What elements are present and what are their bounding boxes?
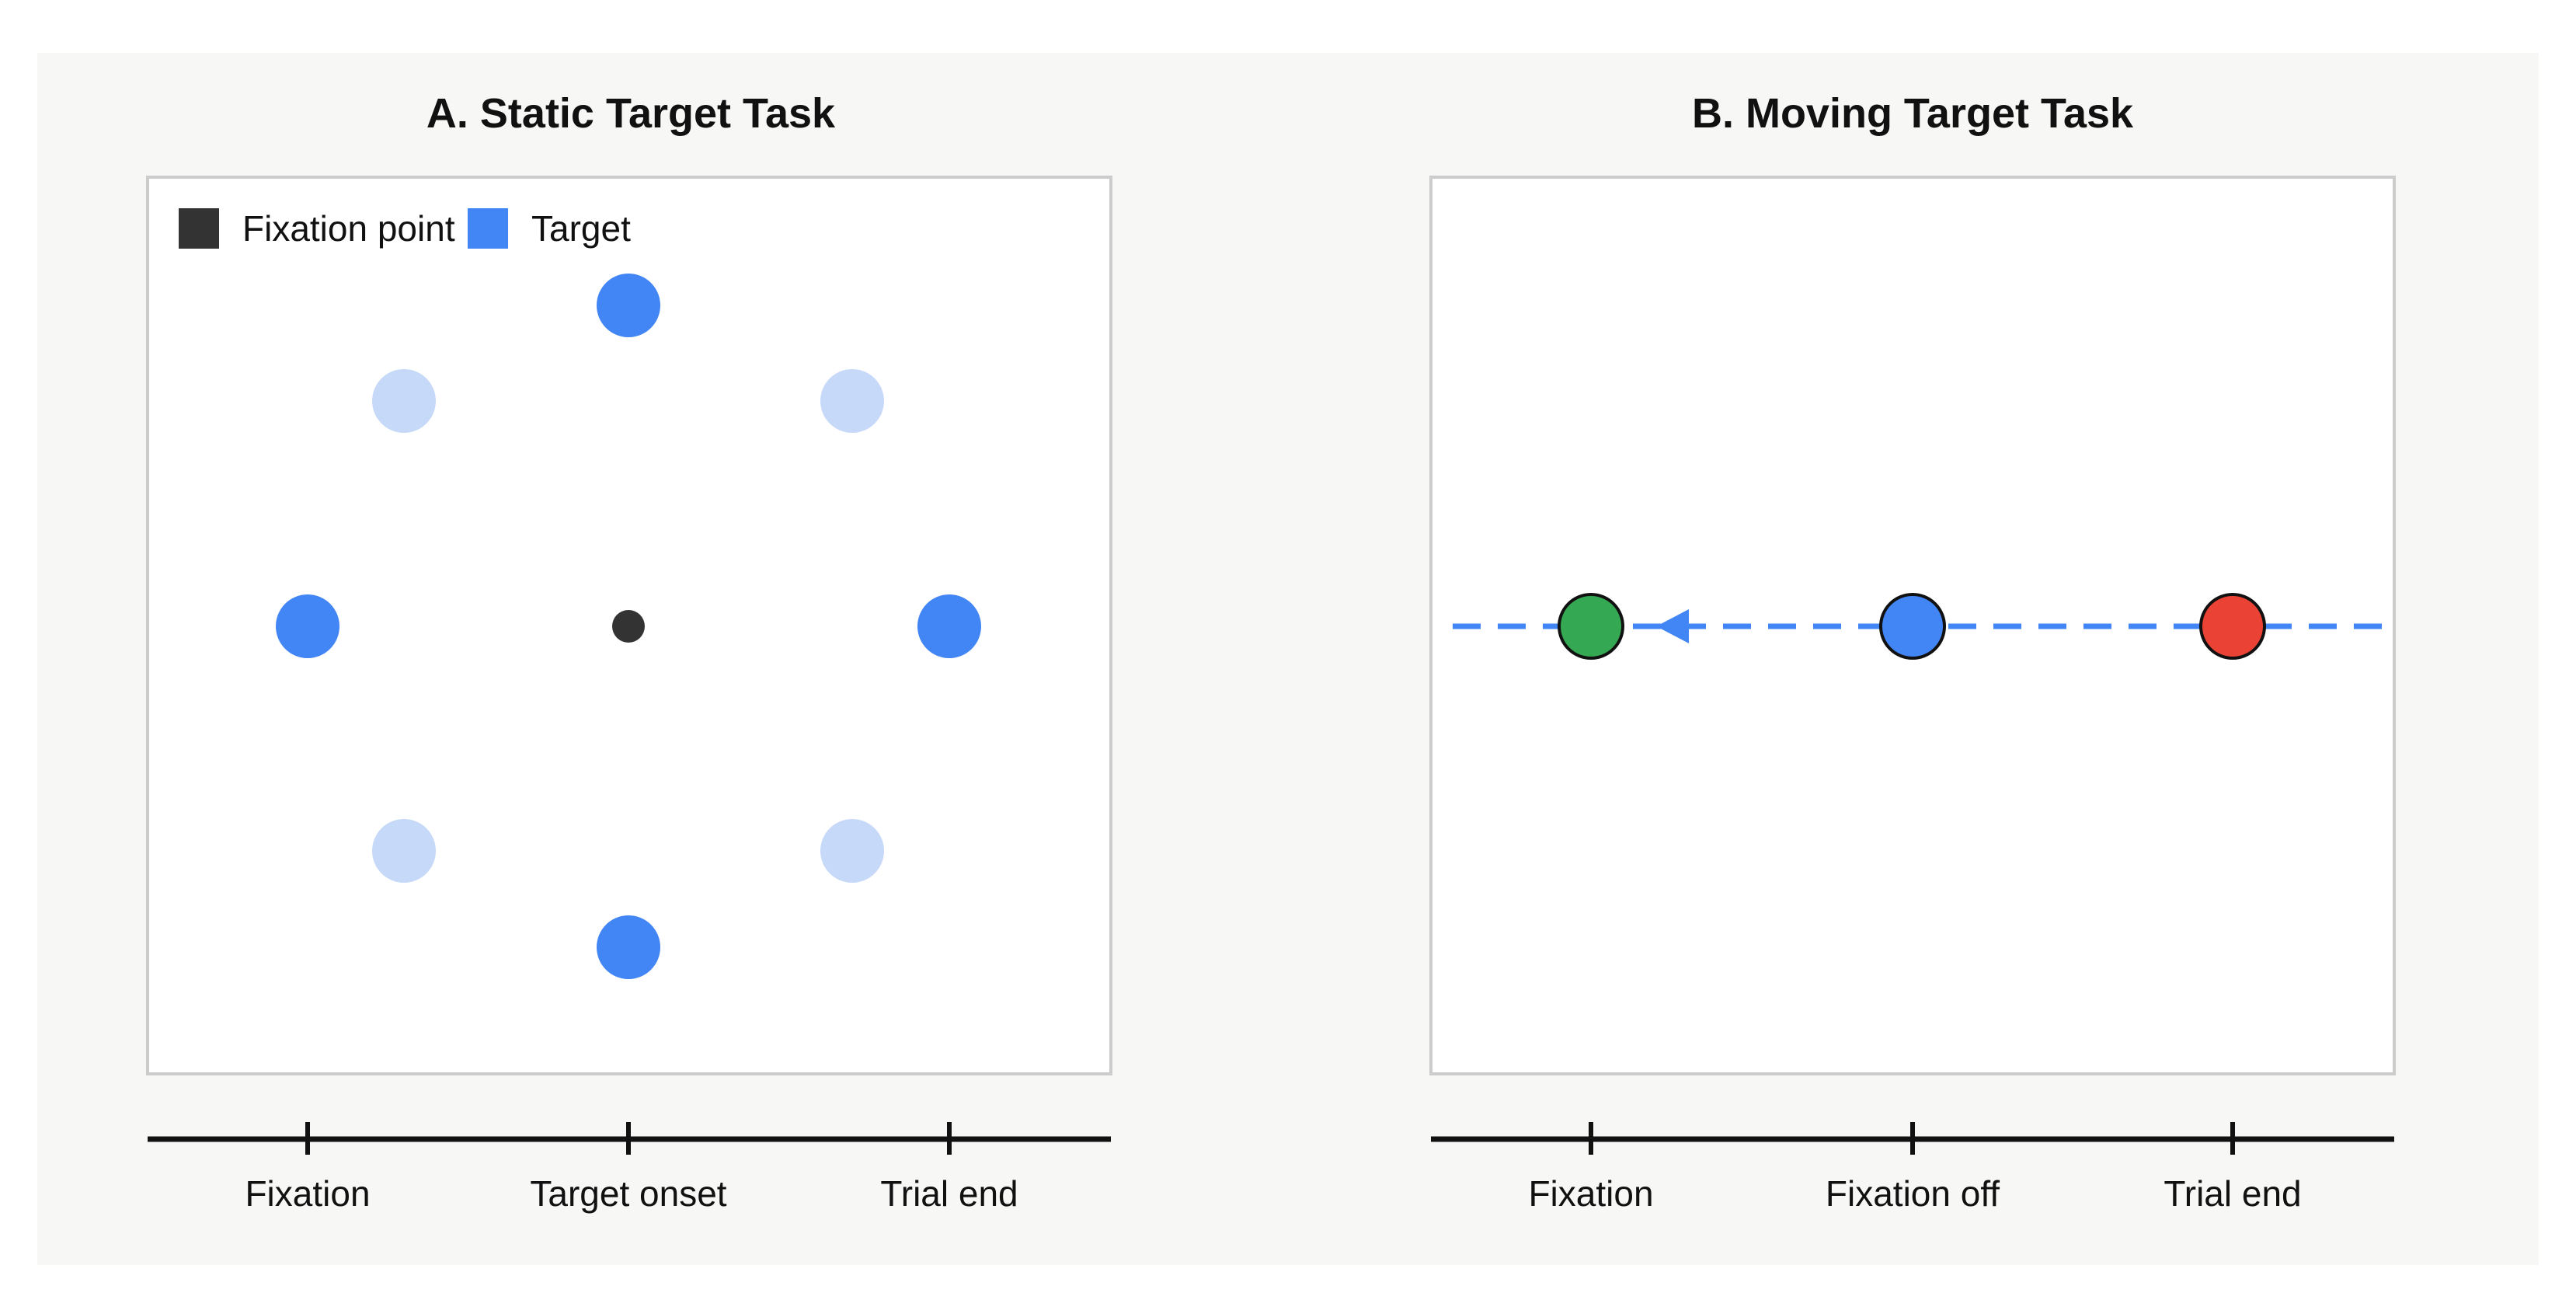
target-location-faded-lower-left	[372, 819, 436, 883]
panel-a-legend: Fixation point Target	[179, 208, 631, 249]
legend-fixation-swatch	[179, 208, 219, 249]
timeline-label-target-onset: Target onset	[530, 1173, 726, 1214]
timeline-label-fixation: Fixation	[1528, 1173, 1653, 1214]
fixation-point	[612, 610, 645, 643]
legend-fixation-label: Fixation point	[242, 208, 455, 249]
target-right	[917, 594, 981, 658]
direction-arrow-icon	[1656, 609, 1689, 643]
target-location-faded-upper-right	[820, 369, 884, 433]
end-position-marker	[1558, 593, 1624, 660]
target-bottom	[597, 915, 660, 979]
target-left	[276, 594, 339, 658]
moving-target-marker	[1879, 593, 1946, 660]
legend-target-label: Target	[531, 208, 631, 249]
legend-target-swatch	[468, 208, 508, 249]
timeline-label-fixation: Fixation	[245, 1173, 370, 1214]
timeline-label-trial-end: Trial end	[880, 1173, 1018, 1214]
target-location-faded-lower-right	[820, 819, 884, 883]
panel-b-timeline: Fixation Fixation off Trial end	[1431, 1122, 2394, 1214]
panel-static-target: A. Static Target Task Fixation point Tar…	[146, 90, 1112, 1214]
target-location-faded-upper-left	[372, 369, 436, 433]
panel-b-title: B. Moving Target Task	[1692, 90, 2134, 137]
timeline-label-trial-end: Trial end	[2163, 1173, 2301, 1214]
target-top	[597, 274, 660, 337]
panel-a-timeline: Fixation Target onset Trial end	[148, 1122, 1111, 1214]
timeline-label-fixation-off: Fixation off	[1826, 1173, 2000, 1214]
panel-moving-target: B. Moving Target Task Fixation Fixation …	[1429, 90, 2396, 1214]
panel-a-title: A. Static Target Task	[426, 90, 836, 137]
start-position-marker	[2199, 593, 2266, 660]
